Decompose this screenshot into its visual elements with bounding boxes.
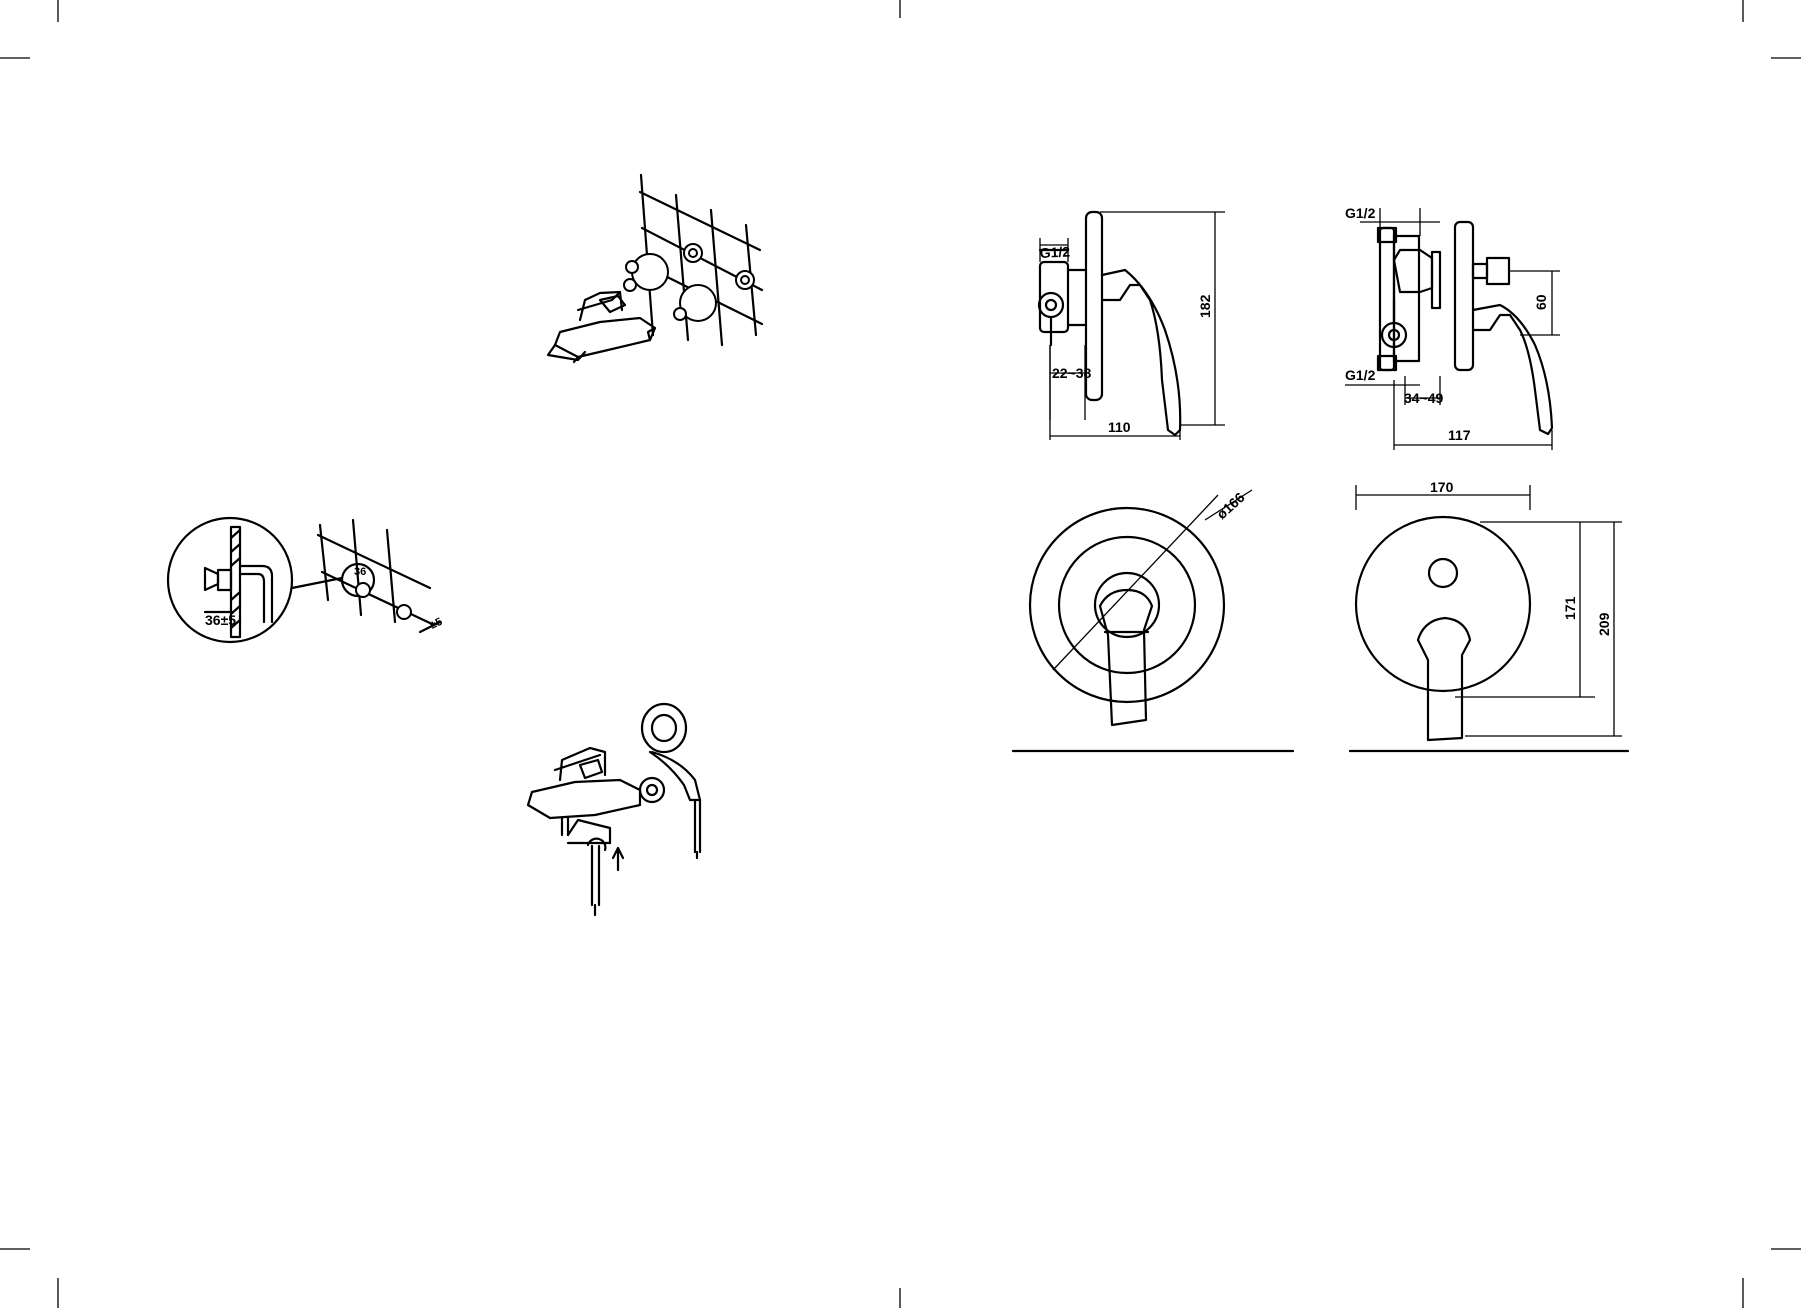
drawing-front-view-2: 170 171 209 [1350, 479, 1628, 751]
front1-diameter-label: ø166 [1213, 489, 1248, 522]
front2-dimension-lines [1356, 485, 1622, 736]
cover-flanges [624, 254, 716, 321]
hand-shower [642, 704, 700, 858]
detail-tile-grid [318, 520, 432, 624]
side2-g12-bottom-label: G1/2 [1345, 367, 1376, 383]
side2-dimension-lines [1345, 208, 1560, 450]
front2-plate [1356, 517, 1530, 740]
side1-range-label: 22~38 [1052, 365, 1092, 381]
drawing-front-view-1: ø166 [1013, 489, 1293, 751]
install-detail-wall-depth: 36±5 36 ±5 [168, 518, 444, 642]
front2-171-label: 171 [1562, 596, 1578, 620]
side2-range-label: 34~49 [1404, 390, 1444, 406]
wall-tol-label: ±5 [428, 616, 444, 632]
front2-209-label: 209 [1596, 612, 1612, 636]
side2-height-label: 60 [1533, 294, 1549, 310]
side1-height-label: 182 [1197, 294, 1213, 318]
front1-plate [1030, 508, 1224, 725]
side1-width-label: 110 [1108, 419, 1131, 435]
install-step-hand-shower [528, 704, 700, 915]
drawing-side-view-1: G1/2 22~38 110 182 [1039, 212, 1225, 440]
front2-width-label: 170 [1430, 479, 1454, 495]
side1-g12-label: G1/2 [1039, 243, 1070, 261]
bath-mixer-body [548, 292, 655, 362]
side2-g12-top-label: G1/2 [1345, 205, 1376, 221]
detail-dim-label: 36±5 [205, 612, 236, 628]
mixer-with-hose-connection [528, 748, 664, 915]
wall-dim-label: 36 [354, 566, 366, 578]
drawing-side-view-2: G1/2 G1/2 34~49 117 60 [1345, 205, 1560, 450]
wall-eccentric-connectors [684, 244, 754, 289]
install-step-mount-mixer [548, 175, 762, 362]
side2-width-label: 117 [1448, 427, 1471, 443]
